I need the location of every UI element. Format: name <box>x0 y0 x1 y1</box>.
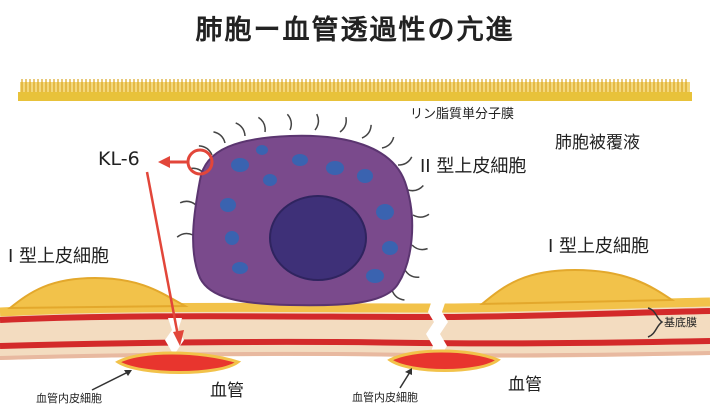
label-basement-membrane: 基底膜 <box>664 314 697 330</box>
label-alveolar-lining-fluid: 肺胞被覆液 <box>555 128 640 153</box>
capillary-right <box>390 351 498 371</box>
kl6-arrowhead-left <box>158 156 170 168</box>
alveolar-capillary-membrane <box>0 300 710 362</box>
lamellar-body <box>376 204 394 220</box>
microvillus <box>398 157 412 165</box>
type1-cell-right <box>482 270 672 304</box>
lamellar-body <box>382 241 398 255</box>
capillary-left <box>118 353 238 373</box>
microvillus <box>392 290 404 300</box>
surfactant-fringe-lines <box>22 79 686 92</box>
lamellar-body <box>232 262 248 274</box>
lamellar-body <box>292 154 308 166</box>
microvillus <box>405 270 419 277</box>
lamellar-body <box>231 158 249 172</box>
microvillus <box>408 186 423 191</box>
type2-cell <box>177 114 429 305</box>
microvillus <box>340 117 346 132</box>
type1-cell-left <box>10 278 185 308</box>
surfactant-layer <box>18 79 692 101</box>
label-vessel-right: 血管 <box>508 370 542 395</box>
label-lipid-monolayer: リン脂質単分子膜 <box>410 103 514 122</box>
microvillus <box>412 245 428 250</box>
label-type1-cell-right: I 型上皮細胞 <box>548 232 649 258</box>
label-vessel-left: 血管 <box>210 376 244 401</box>
type2-cell-nucleus <box>270 196 366 280</box>
microvillus <box>362 125 371 138</box>
microvillus <box>258 117 265 132</box>
capillary-right-lumen <box>390 351 498 371</box>
surfactant-band <box>18 92 692 101</box>
lamellar-body <box>366 269 384 283</box>
label-endothelial-right: 血管内皮細胞 <box>352 389 418 405</box>
capillary-left-lumen <box>118 353 238 373</box>
lamellar-body <box>220 198 236 212</box>
microvillus <box>382 137 394 148</box>
microvillus <box>236 123 245 136</box>
microvillus <box>180 201 196 205</box>
lamellar-body <box>256 145 268 155</box>
lamellar-body <box>225 231 239 245</box>
endothelial-left-pointer <box>92 372 128 390</box>
microvillus <box>315 114 318 130</box>
microvillus <box>177 233 193 237</box>
microvillus <box>287 114 291 130</box>
label-endothelial-left: 血管内皮細胞 <box>36 390 102 406</box>
lamellar-body <box>357 169 373 183</box>
label-type1-cell-left: I 型上皮細胞 <box>8 242 109 268</box>
lamellar-body <box>326 161 344 175</box>
endothelial-right-pointer <box>400 372 410 388</box>
label-kl6: KL-6 <box>98 148 140 170</box>
endothelial-layer <box>0 353 710 358</box>
lamellar-body <box>263 174 277 186</box>
label-type2-cell: II 型上皮細胞 <box>420 152 526 178</box>
microvillus <box>413 214 429 217</box>
diagram-title: 肺胞ー血管透過性の亢進 <box>0 8 710 47</box>
microvillus <box>213 132 225 143</box>
